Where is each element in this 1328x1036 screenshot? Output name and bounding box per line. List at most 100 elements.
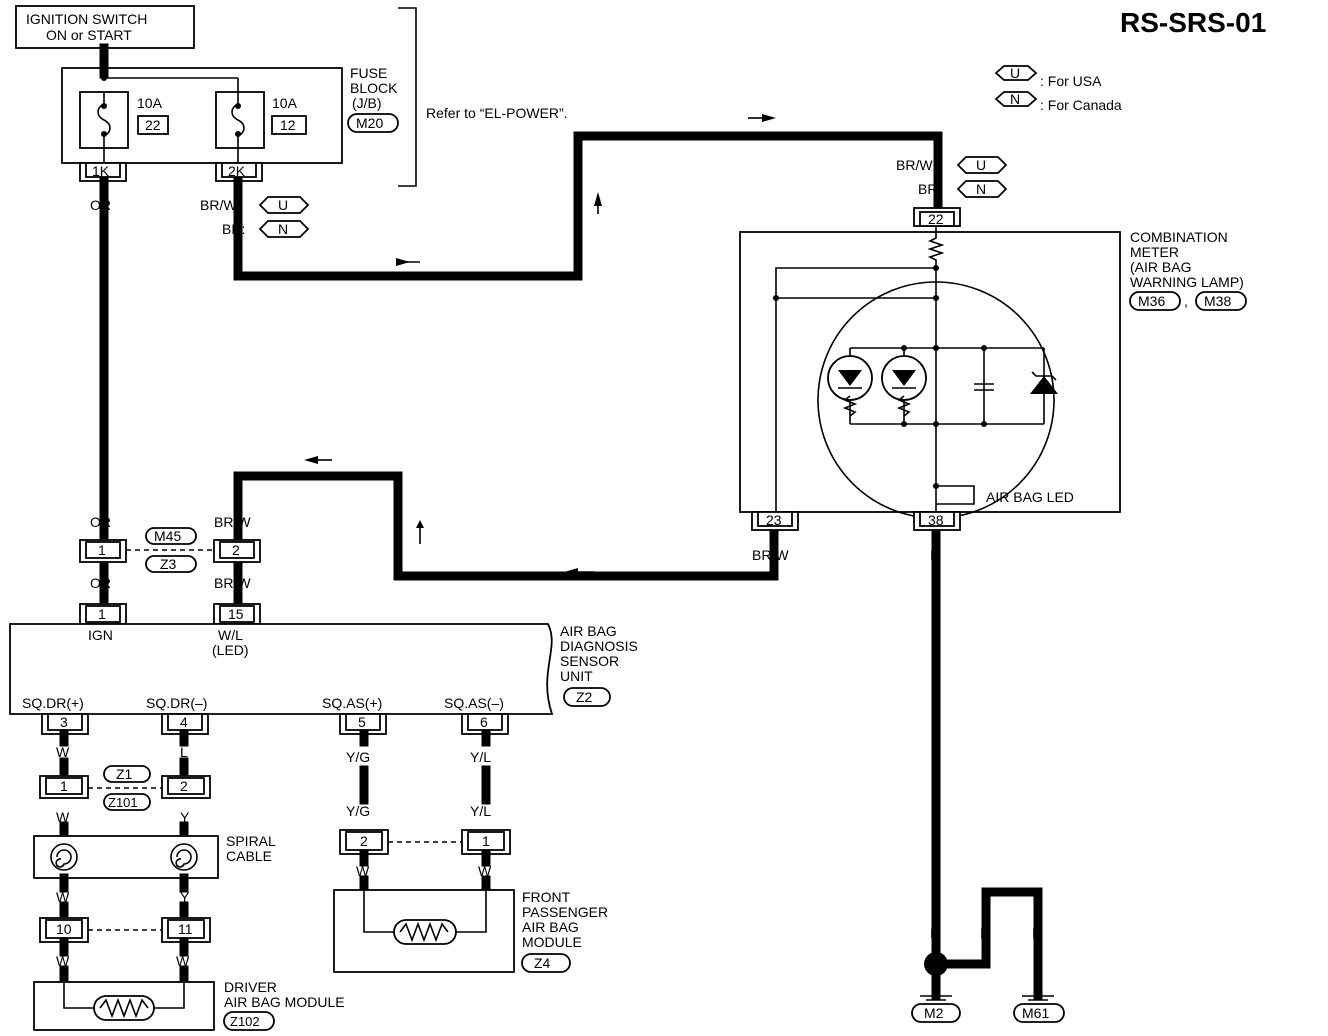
pas-wire-yl-2: Y/L xyxy=(470,803,491,819)
meter-pin-38: 38 xyxy=(928,512,944,528)
fuse-pin-2k: 2K xyxy=(228,163,246,179)
drv-wire-y-1: Y xyxy=(180,809,190,825)
pas-wire-w-1: W xyxy=(356,863,370,879)
joint-brw-bottom: BR/W xyxy=(214,575,251,591)
z1-conn: Z1 xyxy=(116,766,133,782)
drv-wire-w-5: W xyxy=(176,953,190,969)
sensor-pin-3: 3 xyxy=(60,714,68,730)
spiral-line1: SPIRAL xyxy=(226,833,276,849)
pas-pin-2: 2 xyxy=(360,833,368,849)
meter-line3: (AIR BAG xyxy=(1130,259,1191,275)
driver-module-connector: Z102 xyxy=(230,1014,260,1029)
fuse-block-connector: M20 xyxy=(356,115,383,131)
passenger-circuit: Y/G Y/L Y/G Y/L 2 1 W W FRONT PASSENGER … xyxy=(333,729,608,973)
meter-brw-u: BR/W: xyxy=(896,157,936,173)
sensor-pin-15: 15 xyxy=(228,606,244,622)
passenger-module-line3: AIR BAG xyxy=(522,919,579,935)
sensor-wl: W/L xyxy=(218,627,243,643)
sensor-ign: IGN xyxy=(88,627,113,643)
wire-u-tag-1: U xyxy=(278,197,288,213)
meter-conn-sep: , xyxy=(1184,293,1188,309)
pas-wire-yl-1: Y/L xyxy=(470,749,491,765)
meter-conn-m36: M36 xyxy=(1138,293,1165,309)
drv-wire-w-2: W xyxy=(56,809,70,825)
sensor-sqdr-plus: SQ.DR(+) xyxy=(22,695,84,711)
air-bag-led-label: AIR BAG LED xyxy=(986,489,1074,505)
fuse-pin-1k: 1K xyxy=(92,163,110,179)
diagram-id: RS-SRS-01 xyxy=(1120,7,1266,38)
driver-module-line2: AIR BAG MODULE xyxy=(224,994,345,1010)
sensor-sqdr-minus: SQ.DR(–) xyxy=(146,695,207,711)
fuse1-amp: 10A xyxy=(137,95,163,111)
fuse2-amp: 10A xyxy=(272,95,298,111)
sensor-connector: Z2 xyxy=(576,689,593,705)
joint-pin-2: 2 xyxy=(232,542,240,558)
fuse-block-line3: (J/B) xyxy=(352,95,382,111)
legend-canada-code: N xyxy=(1010,91,1020,107)
joint-or-bottom: OR xyxy=(90,575,111,591)
combination-meter: BR/W: U BR: N 22 xyxy=(739,156,1247,563)
ignition-switch: IGNITION SWITCH ON or START xyxy=(15,5,195,49)
legend-canada-text: : For Canada xyxy=(1040,97,1122,113)
sensor-pin-6: 6 xyxy=(480,714,488,730)
drv-wire-w-1: W xyxy=(56,744,70,760)
joint-conn-z3: Z3 xyxy=(160,556,177,572)
gnd-wire-b-2: B xyxy=(980,925,989,941)
sensor-led: (LED) xyxy=(212,642,249,658)
pas-pin-1: 1 xyxy=(482,833,490,849)
wire-or-1: OR xyxy=(90,197,111,213)
sensor-line3: SENSOR xyxy=(560,653,619,669)
wire-brw-u-1: BR/W: xyxy=(200,197,240,213)
drv-wire-y-2: Y xyxy=(180,889,190,905)
sensor-pin-5: 5 xyxy=(358,714,366,730)
meter-u-tag: U xyxy=(976,157,986,173)
joint-brw-top: BR/W xyxy=(214,514,251,530)
ground-circuit: B B B M2 M61 xyxy=(911,925,1065,1023)
ground-m2: M2 xyxy=(924,1005,944,1021)
ground-m61: M61 xyxy=(1022,1005,1049,1021)
sensor-line4: UNIT xyxy=(560,668,593,684)
pas-wire-yg-2: Y/G xyxy=(346,803,370,819)
passenger-module-line4: MODULE xyxy=(522,934,582,950)
passenger-module-line1: FRONT xyxy=(522,889,571,905)
gnd-wire-b-1: B xyxy=(930,925,939,941)
passenger-module-line2: PASSENGER xyxy=(522,904,608,920)
spiral-pin-11: 11 xyxy=(178,921,193,937)
meter-pin-22: 22 xyxy=(928,211,944,227)
sensor-pin-1: 1 xyxy=(98,606,106,622)
joint-or-top: OR xyxy=(90,514,111,530)
joint-conn-m45: M45 xyxy=(154,528,181,544)
meter-br-n: BR: xyxy=(918,181,941,197)
joint-connector-m45: OR BR/W 1 2 M45 Z3 OR BR/W xyxy=(79,514,261,591)
meter-out-brw: BR/W xyxy=(752,547,789,563)
wire-br-n-1: BR: xyxy=(222,221,245,237)
pas-wire-w-2: W xyxy=(478,863,492,879)
fuse2-number: 12 xyxy=(280,117,296,133)
sensor-line2: DIAGNOSIS xyxy=(560,638,638,654)
sensor-line1: AIR BAG xyxy=(560,623,617,639)
sensor-unit: 1 15 IGN W/L (LED) SQ.DR(+) SQ.DR(–) SQ.… xyxy=(9,603,638,735)
drv-wire-w-3: W xyxy=(56,889,70,905)
driver-circuit: W L 1 2 Z1 Z101 W Y SPIRAL CABLE W Y xyxy=(33,729,345,1031)
meter-n-tag: N xyxy=(976,181,986,197)
meter-line2: METER xyxy=(1130,244,1179,260)
meter-line1: COMBINATION xyxy=(1130,229,1228,245)
sensor-sqas-plus: SQ.AS(+) xyxy=(322,695,382,711)
spiral-line2: CABLE xyxy=(226,848,272,864)
sensor-sqas-minus: SQ.AS(–) xyxy=(444,695,504,711)
drv-wire-l: L xyxy=(180,744,188,760)
driver-module-line1: DRIVER xyxy=(224,979,277,995)
fuse-block-line1: FUSE xyxy=(350,65,387,81)
meter-out-b: B xyxy=(930,547,939,563)
z101-conn: Z101 xyxy=(108,795,138,810)
ignition-line2: ON or START xyxy=(46,27,132,43)
passenger-module-connector: Z4 xyxy=(534,955,551,971)
fuse-block-line2: BLOCK xyxy=(350,80,398,96)
meter-pin-23: 23 xyxy=(766,512,782,528)
ignition-line1: IGNITION SWITCH xyxy=(26,11,147,27)
meter-line4: WARNING LAMP) xyxy=(1130,274,1244,290)
pas-wire-yg-1: Y/G xyxy=(346,749,370,765)
wire-n-tag-1: N xyxy=(278,221,288,237)
legend-usa-text: : For USA xyxy=(1040,73,1102,89)
